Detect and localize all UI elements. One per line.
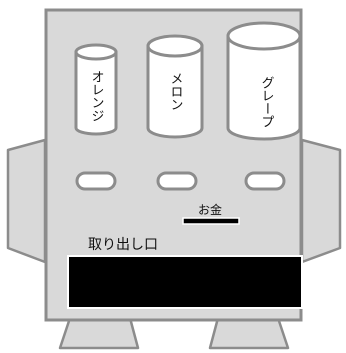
right-foot [208, 316, 290, 350]
select-button-grape[interactable] [244, 171, 286, 191]
outlet-label: 取り出し口 [88, 237, 158, 253]
select-button-orange[interactable] [75, 171, 117, 191]
drink-label: グレープ [259, 76, 275, 128]
coin-slot[interactable] [182, 217, 240, 225]
left-foot [58, 316, 140, 350]
dispense-outlet[interactable] [67, 255, 303, 309]
coin-slot-label: お金 [198, 202, 222, 217]
drink-cup-grape[interactable]: グレープ [226, 21, 302, 141]
drink-cup-icon [226, 34, 302, 141]
cup-rim [146, 34, 204, 58]
right-arm [300, 138, 342, 264]
select-button-melon[interactable] [156, 171, 198, 191]
drink-label: メロン [168, 72, 183, 111]
drink-cup-orange[interactable]: オレンジ [74, 43, 118, 136]
left-arm [6, 138, 47, 264]
drink-cup-icon [74, 50, 118, 136]
drink-cup-melon[interactable]: メロン [146, 34, 204, 139]
cup-rim [74, 43, 118, 61]
drink-label: オレンジ [89, 70, 104, 122]
drink-cup-icon [146, 44, 204, 139]
cup-rim [226, 21, 302, 51]
